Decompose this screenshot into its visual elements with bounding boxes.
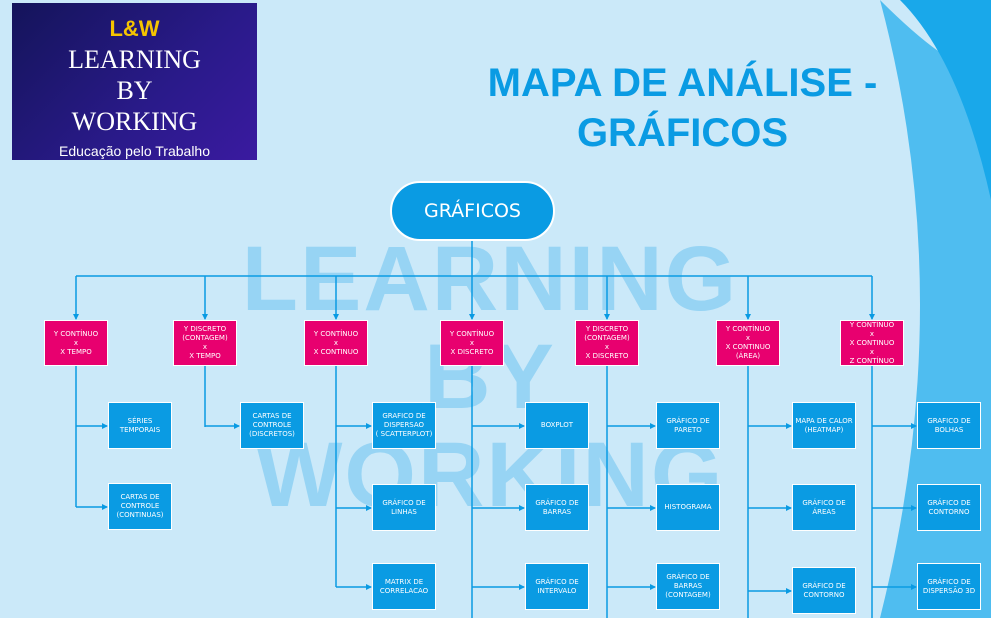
arrow-icon (650, 423, 656, 429)
arrow-icon (745, 314, 751, 320)
category-box: Y CONTÍNUO x X CONTINUO (ÁREA) (716, 320, 780, 366)
logo-line2: BY (116, 76, 153, 105)
chart-box: GRAFICO DE DISPERSAO ( SCATTERPLOT) (372, 402, 436, 449)
arrow-icon (650, 505, 656, 511)
arrow-icon (202, 314, 208, 320)
root-node: GRÁFICOS (390, 181, 555, 241)
chart-box: SÉRIES TEMPORAIS (108, 402, 172, 449)
chart-box: GRÁFICO DE PARETO (656, 402, 720, 449)
category-box: Y DISCRETO (CONTAGEM) x X DISCRETO (575, 320, 639, 366)
chart-box: GRÁFICO DE CONTORNO (792, 567, 856, 614)
chart-box: GRÁFICO DE ÁREAS (792, 484, 856, 531)
arrow-icon (234, 423, 240, 429)
arrow-icon (519, 584, 525, 590)
logo-line1: LEARNING (68, 45, 201, 74)
arrow-icon (102, 423, 108, 429)
arrow-icon (911, 423, 917, 429)
arrow-icon (869, 314, 875, 320)
page-title: MAPA DE ANÁLISE - GRÁFICOS (455, 58, 910, 158)
title-line1: MAPA DE ANÁLISE - (487, 61, 878, 105)
arrow-icon (786, 505, 792, 511)
arrow-icon (911, 505, 917, 511)
arrow-icon (650, 584, 656, 590)
logo-line3: WORKING (71, 107, 198, 136)
logo: L&W LEARNING BY WORKING Educação pelo Tr… (12, 3, 257, 160)
chart-box: HISTOGRAMA (656, 484, 720, 531)
arrow-icon (366, 505, 372, 511)
arrow-icon (786, 423, 792, 429)
chart-box: GRÁFICO DE BARRAS (CONTAGEM) (656, 563, 720, 610)
title-line2: GRÁFICOS (576, 111, 789, 155)
arrow-icon (333, 314, 339, 320)
category-box: Y CONTÍNUO x X CONTINUO x Z CONTÍNUO (840, 320, 904, 366)
chart-box: MATRIX DE CORRELACAO (372, 563, 436, 610)
logo-tagline: Educação pelo Trabalho (59, 143, 210, 159)
arrow-icon (366, 423, 372, 429)
arrow-icon (469, 314, 475, 320)
category-box: Y DISCRETO (CONTAGEM) x X TEMPO (173, 320, 237, 366)
chart-box: GRÁFICO DE DISPERSÃO 3D (917, 563, 981, 610)
chart-box: GRÁFICO DE LINHAS (372, 484, 436, 531)
arrow-icon (519, 423, 525, 429)
chart-box: CARTAS DE CONTROLE (DISCRETOS) (240, 402, 304, 449)
chart-box: GRÁFICO DE BARRAS (525, 484, 589, 531)
category-box: Y CONTÍNUO x X CONTINUO (304, 320, 368, 366)
arrow-icon (519, 505, 525, 511)
chart-box: BOXPLOT (525, 402, 589, 449)
chart-box: CARTAS DE CONTROLE (CONTINUAS) (108, 483, 172, 530)
arrow-icon (102, 504, 108, 510)
watermark: LEARNING BY WORKING (240, 230, 740, 524)
arrow-icon (604, 314, 610, 320)
logo-short: L&W (109, 16, 160, 41)
arrow-icon (786, 588, 792, 594)
chart-box: GRÁFICO DE INTERVALO (525, 563, 589, 610)
category-box: Y CONTÍNUO x X DISCRETO (440, 320, 504, 366)
chart-box: MAPA DE CALOR (HEATMAP) (792, 402, 856, 449)
chart-box: GRÁFICO DE CONTORNO (917, 484, 981, 531)
arrow-icon (73, 314, 79, 320)
chart-box: GRAFICO DE BOLHAS (917, 402, 981, 449)
category-box: Y CONTÍNUO x X TEMPO (44, 320, 108, 366)
arrow-icon (911, 584, 917, 590)
watermark-line1: LEARNING (241, 228, 739, 330)
arrow-icon (366, 584, 372, 590)
